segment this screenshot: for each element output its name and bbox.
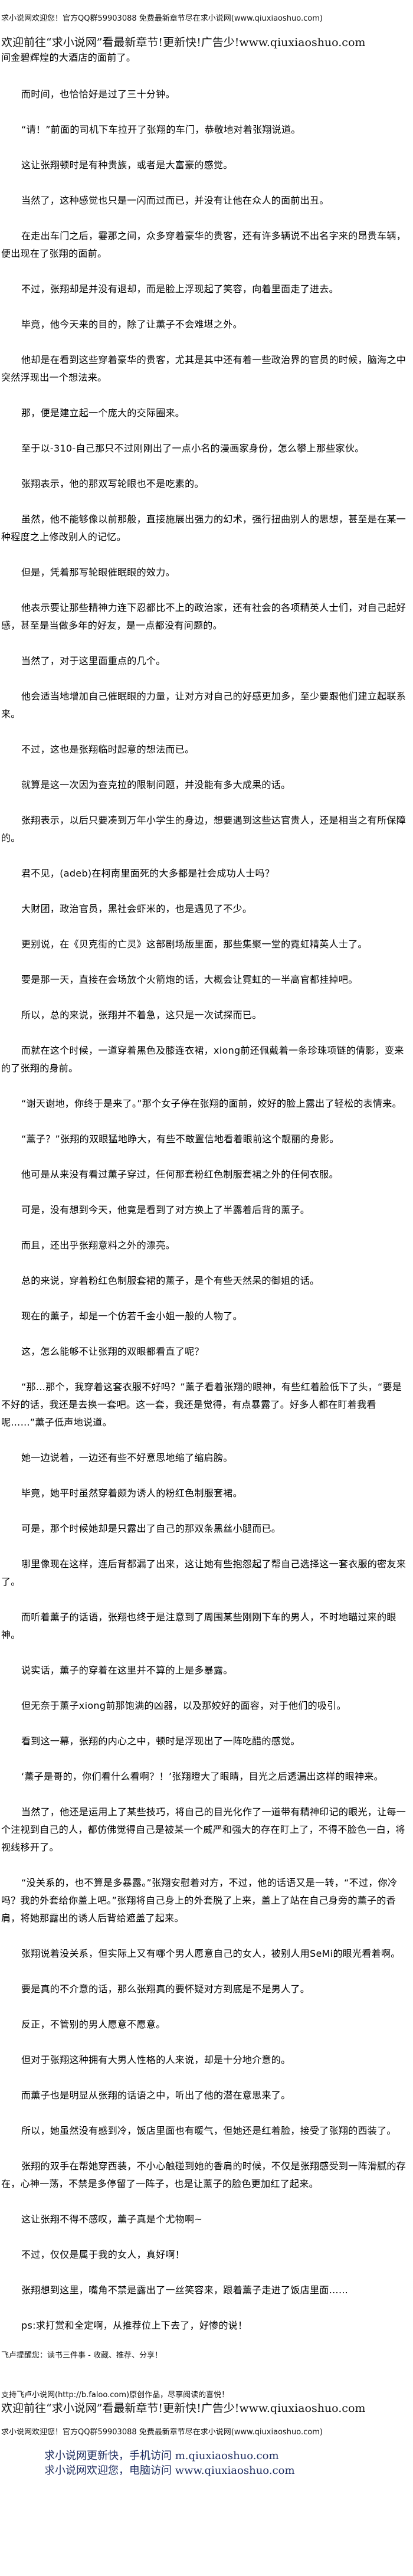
faloo-support-link[interactable]: 支持飞卢小说网(http://b.faloo.com)原创作品，尽享阅读的喜悦！ (1, 2391, 230, 2400)
paragraph: 虽然，他不能够像以前那般，直接施展出强力的幻术，强行扭曲别人的思想，甚至是在某一… (1, 514, 407, 542)
paragraph: 而听着薰子的话语，张翔也终于是注意到了周围某些刚刚下车的男人，不时地瞄过来的眼神… (1, 1611, 396, 1640)
paragraph: 他却是在看到这些穿着豪华的贵客，尤其是其中还有着一些政治界的官员的时候，脑海之中… (1, 354, 407, 383)
paragraph: 这，怎么能够不让张翔的双眼都看直了呢？ (21, 1346, 204, 1357)
paragraph: 更别说，在《贝克街的亡灵》这部剧场版里面，那些集聚一堂的霓虹精英人士了。 (21, 939, 368, 950)
paragraph: 不过，张翔却是并没有退却，而是脸上浮现起了笑容，向着里面走了进去。 (21, 283, 339, 295)
paragraph: 当然了，这种感觉也只是一闪而过而已，并没有让他在众人的面前出丑。 (21, 195, 329, 206)
paragraph: 就算是这一次因为查克拉的限制问题，并没能有多大成果的话。 (21, 779, 291, 790)
paragraph: 而薰子也是明显从张翔的话语之中，听出了他的潜在意思来了。 (21, 2090, 291, 2101)
paragraph: “没关系的，也不算是多暴露。”张翔安慰着对方，不过，他的话语又是一转，“不过，你… (1, 1877, 398, 1924)
site-notice-bottom: 求小说网欢迎您！官方QQ群59903088 免费最新章节尽在求小说网(www.q… (1, 2428, 323, 2437)
paragraph: 而时间，也恰恰好是过了三十分钟。 (21, 89, 175, 100)
faloo-reminder: 飞卢提醒您：读书三件事 - 收藏、推荐、分享！ (1, 2351, 162, 2360)
paragraph: 张翔表示，以后只要凑到万年小学生的身边，想要遇到这些达官贵人，还是相当之有所保障… (1, 815, 407, 844)
site-notice-top: 求小说网欢迎您！官方QQ群59903088 免费最新章节尽在求小说网(www.q… (1, 14, 323, 23)
paragraph: “谢天谢地，你终于是来了。”那个女子停在张翔的面前，姣好的脸上露出了轻松的表情来… (21, 1098, 402, 1109)
paragraph: 所以，她虽然没有感到冷，饭店里面也有暖气，但她还是红着脸，接受了张翔的西装了。 (21, 2125, 396, 2136)
paragraph: 张翔说着没关系，但实际上又有哪个男人愿意自己的女人，被别人用SeMi的眼光看着啊… (21, 1948, 401, 1959)
paragraph: 所以，总的来说，张翔并不着急，这只是一次试探而已。 (21, 1009, 262, 1021)
ad-banner-bottom[interactable]: 欢迎前往“求小说网”看最新章节!更新快!广告少!www.qiuxiaoshuo.… (1, 2402, 366, 2415)
mobile-site-link[interactable]: 求小说网更新快，手机访问 m.qiuxiaoshuo.com (44, 2450, 279, 2462)
paragraph: ps:求打赏和全定啊，从推荐位上下去了，好惨的说！ (21, 2320, 248, 2331)
paragraph: 可是，那个时候她却是只露出了自己的那双条黑丝小腿而已。 (21, 1523, 281, 1534)
paragraph: 可是，没有想到今天，他竟是看到了对方换上了半露着后背的薰子。 (21, 1204, 310, 1215)
paragraph: 哪里像现在这样，连后背都漏了出来，这让她有些抱怨起了帮自己选择这一套衣服的密友来… (1, 1558, 407, 1587)
paragraph: 反正，不管别的男人愿意不愿意。 (21, 2019, 166, 2030)
paragraph: 他可是从来没有看过薰子穿过，任何那套粉红色制服套裙之外的任何衣服。 (21, 1169, 339, 1180)
paragraph: “请！”前面的司机下车拉开了张翔的车门，恭敬地对着张翔说道。 (21, 124, 301, 135)
paragraph: ‘薰子是哥的，你们看什么看啊？！’张翔瞪大了眼睛，目光之后透漏出这样的眼神来。 (21, 1771, 384, 1782)
paragraph: 大财团，政治官员，黑社会虾米的，也是遇见了不少。 (21, 903, 253, 914)
paragraph: 他表示要让那些精神力连下忍都比不上的政治家，还有社会的各项精英人士们，对自己起好… (1, 602, 407, 631)
paragraph: 他会适当地增加自己催眠眼的力量，让对方对自己的好感更加多，至少要跟他们建立起联系… (1, 691, 407, 720)
paragraph: 但对于张翔这种拥有大男人性格的人来说，却是十分地介意的。 (21, 2054, 291, 2065)
paragraph: 总的来说，穿着粉红色制服套裙的薰子，是个有些天然呆的御姐的话。 (21, 1275, 320, 1286)
paragraph: 当然了，他还是运用上了某些技巧，将自己的目光化作了一道带有精神印记的眼光，让每一… (1, 1806, 407, 1853)
paragraph: 毕竟，她平时虽然穿着颇为诱人的粉红色制服套裙。 (21, 1488, 242, 1499)
paragraph: 现在的薰子，却是一个仿若千金小姐一般的人物了。 (21, 1310, 242, 1322)
paragraph: 她一边说着，一边还有些不好意思地缩了缩肩膀。 (21, 1452, 233, 1463)
paragraph: 但无奈于薰子xiong前那饱满的凶器，以及那姣好的面容，对于他们的吸引。 (21, 1700, 346, 1711)
paragraph: “那…那个，我穿着这套衣服不好吗？”薰子看着张翔的眼神，有些红着脸低下了头，“要… (1, 1381, 402, 1428)
paragraph: 不过，这也是张翔临时起意的想法而已。 (21, 744, 195, 755)
desktop-site-link[interactable]: 求小说网欢迎您，电脑访问 www.qiuxiaoshuo.com (44, 2464, 295, 2477)
paragraph: 要是那一天，直接在会场放个火箭炮的话，大概会让霓虹的一半高官都挂掉吧。 (21, 974, 358, 985)
ad-banner-top[interactable]: 欢迎前往“求小说网”看最新章节!更新快!广告少!www.qiuxiaoshuo.… (1, 36, 366, 49)
paragraph: 毕竟，他今天来的目的，除了让薰子不会难堪之外。 (21, 319, 242, 330)
paragraph: 至于以-310-自己那只不过刚刚出了一点小名的漫画家身份，怎么攀上那些家伙。 (21, 443, 365, 454)
chapter-continuation: 间金碧辉煌的大酒店的面前了。 (1, 52, 136, 63)
paragraph: 张翔想到这里，嘴角不禁是露出了一丝笑容来，跟着薰子走进了饭店里面…… (21, 2284, 349, 2296)
paragraph: 不过，仅仅是属于我的女人，真好啊！ (21, 2249, 185, 2260)
paragraph: 那，便是建立起一个庞大的交际圈来。 (21, 407, 185, 419)
paragraph: 要是真的不介意的话，那么张翔真的要怀疑对方到底是不是男人了。 (21, 1983, 310, 1995)
paragraph: 张翔的双手在帮她穿西装，不小心触碰到她的香肩的时候，不仅是张翔感受到一阵滑腻的存… (1, 2160, 407, 2189)
paragraph: 在走出车门之后，霎那之间，众多穿着豪华的贵客，还有许多辆说不出名字来的昂贵车辆，… (1, 230, 407, 259)
paragraph: 而且，还出乎张翔意料之外的漂亮。 (21, 1240, 175, 1251)
chapter-body: 而时间，也恰恰好是过了三十分钟。 “请！”前面的司机下车拉开了张翔的车门，恭敬地对… (1, 86, 413, 2335)
paragraph: “薰子？”张翔的双眼猛地睁大，有些不敢置信地看着眼前这个靓丽的身影。 (21, 1133, 339, 1145)
paragraph: 说实话，薰子的穿着在这里并不算的上是多暴露。 (21, 1665, 233, 1676)
paragraph: 当然了，对于这里面重点的几个。 (21, 655, 166, 666)
chapter-page: 求小说网欢迎您！官方QQ群59903088 免费最新章节尽在求小说网(www.q… (0, 14, 413, 2478)
paragraph: 看到这一幕，张翔的内心之中，顿时是浮现出了一阵吃醋的感觉。 (21, 1735, 300, 1747)
paragraph: 但是，凭着那写轮眼催眠眼的效力。 (21, 567, 175, 578)
paragraph: 而就在这个时候，一道穿着黑色及膝连衣裙，xiong前还佩戴着一条珍珠项链的倩影，… (1, 1045, 404, 1074)
paragraph: 君不见，(adeb)在柯南里面死的大多都是社会成功人士吗？ (21, 868, 275, 879)
paragraph: 这让张翔不得不感叹，薰子真是个尤物啊~ (21, 2214, 203, 2225)
paragraph: 张翔表示，他的那双写轮眼也不是吃素的。 (21, 478, 204, 489)
paragraph: 这让张翔顿时是有种贵族，或者是大富豪的感觉。 (21, 159, 233, 171)
